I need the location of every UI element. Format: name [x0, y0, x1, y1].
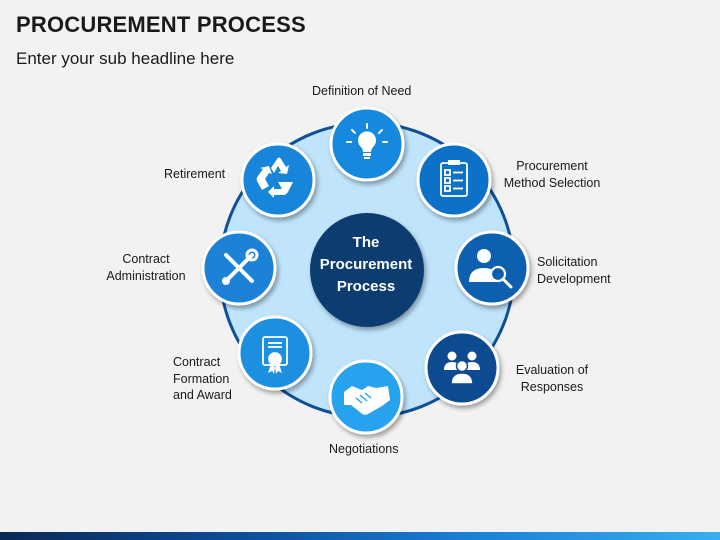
handshake-icon [344, 386, 390, 415]
step-node-negotiations [328, 359, 404, 435]
lightbulb-icon [346, 123, 388, 159]
footer-bar [0, 532, 720, 540]
checklist-clipboard-icon [440, 160, 468, 197]
step-label-solicitation-development: Solicitation Development [537, 255, 611, 286]
step-label-contract-formation-and-award: Contract Formation and Award [173, 355, 232, 402]
center-hub-label: The Procurement Process [319, 234, 413, 295]
step-label-procurement-method-selection: Procurement Method Selection [503, 159, 601, 190]
page-title: PROCUREMENT PROCESS [16, 12, 306, 37]
person-magnifier-icon [469, 249, 513, 289]
step-node-contract-formation-and-award [237, 315, 313, 391]
wrench-tools-icon [222, 248, 259, 285]
step-node-solicitation-development [454, 230, 530, 306]
certificate-award-icon [262, 336, 288, 374]
page-subtitle: Enter your sub headline here [16, 49, 235, 68]
step-label-contract-administration: Contract Administration [106, 252, 186, 283]
step-node-contract-administration [201, 230, 277, 306]
step-label-retirement: Retirement [164, 167, 226, 181]
step-node-evaluation-of-responses [424, 330, 500, 406]
step-label-negotiations: Negotiations [329, 442, 399, 456]
step-node-retirement [240, 142, 316, 218]
group-people-icon [444, 351, 480, 385]
step-node-procurement-method-selection [416, 142, 492, 218]
step-label-evaluation-of-responses: Evaluation of Responses [515, 363, 589, 394]
center-hub [310, 213, 424, 327]
step-label-definition-of-need: Definition of Need [312, 84, 412, 98]
step-node-definition-of-need [329, 106, 405, 182]
recycle-icon [256, 157, 293, 198]
